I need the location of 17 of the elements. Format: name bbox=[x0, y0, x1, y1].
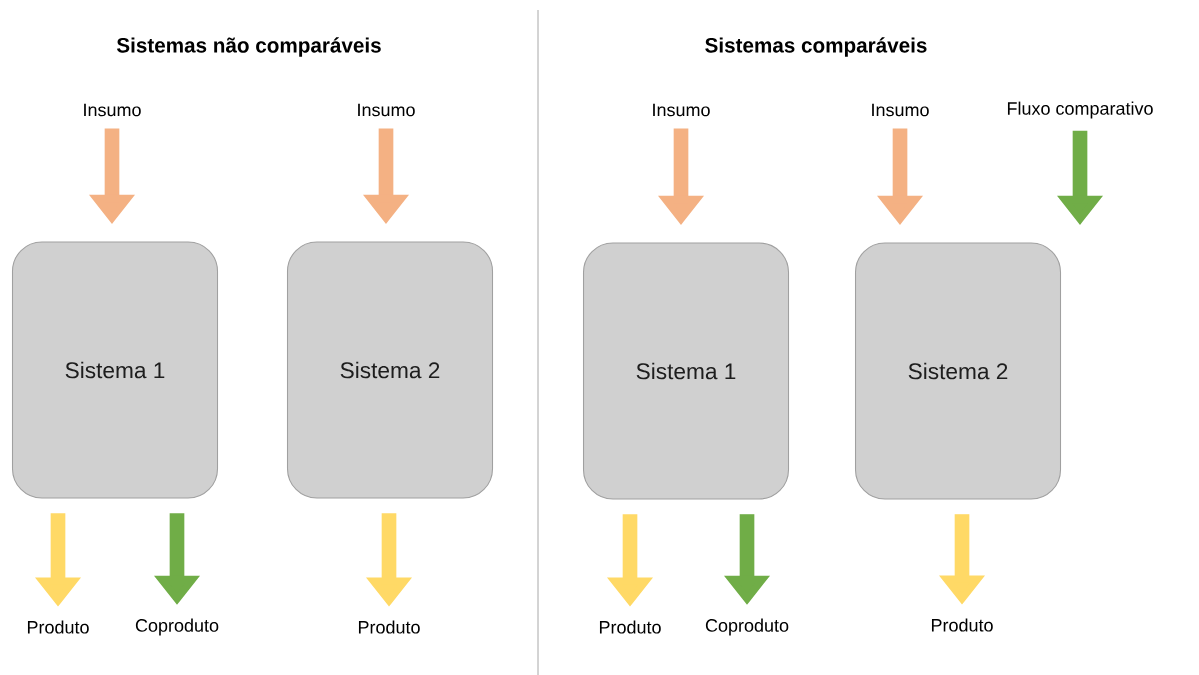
input-label: Insumo bbox=[653, 103, 710, 117]
input-label: Insumo bbox=[872, 103, 929, 117]
system-box: Sistema 1 bbox=[582, 242, 790, 500]
system-box: Sistema 1 bbox=[11, 241, 219, 499]
section-title: Sistemas comparáveis bbox=[705, 37, 927, 57]
input-label: Fluxo comparativo bbox=[1007, 101, 1153, 119]
system-box: Sistema 2 bbox=[286, 241, 494, 499]
output-label: Produto bbox=[27, 620, 89, 634]
output-label: Produto bbox=[599, 620, 661, 634]
input-label: Insumo bbox=[358, 103, 415, 117]
input-label: Insumo bbox=[84, 103, 141, 117]
section-title: Sistemas não comparáveis bbox=[116, 37, 381, 57]
output-label: Coproduto bbox=[705, 618, 789, 636]
output-label: Coproduto bbox=[135, 618, 219, 636]
system-box: Sistema 2 bbox=[854, 242, 1062, 500]
output-label: Produto bbox=[931, 618, 993, 632]
output-label: Produto bbox=[358, 620, 420, 634]
